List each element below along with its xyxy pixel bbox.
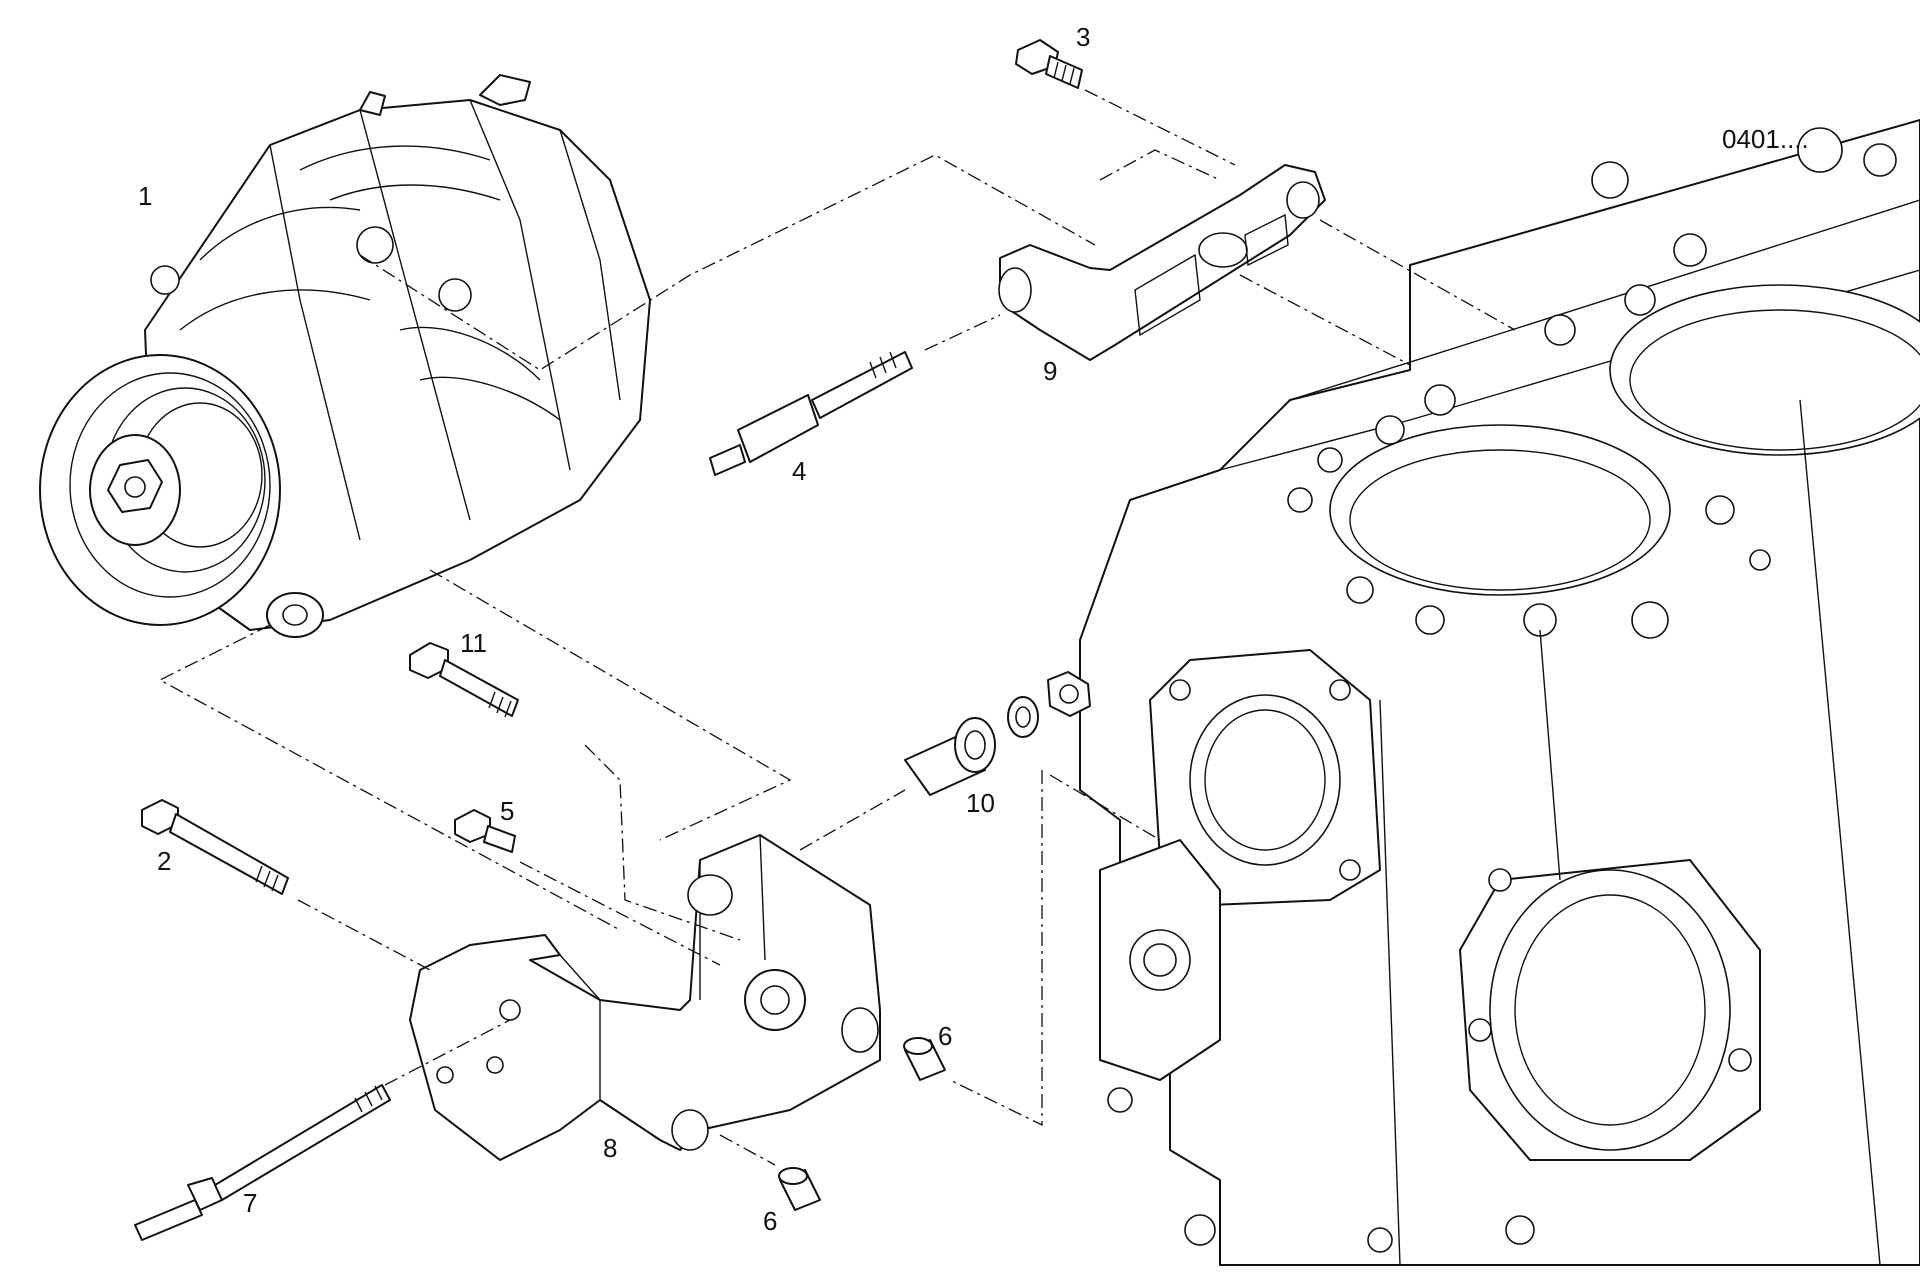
callout-10: 10: [966, 788, 995, 818]
callout-9: 9: [1043, 356, 1057, 386]
washer: [1007, 696, 1039, 738]
bolt-2: [141, 799, 289, 895]
bushing-6-upper: [903, 1037, 946, 1081]
callout-6-lower: 6: [763, 1206, 777, 1236]
callout-6-upper: 6: [938, 1021, 952, 1051]
callout-8: 8: [603, 1133, 617, 1163]
bushing-6-lower: [778, 1167, 821, 1211]
bracket-9: [998, 164, 1326, 361]
bolt-5: [454, 809, 516, 853]
engine-block: [1079, 119, 1920, 1266]
callout-2: 2: [157, 846, 171, 876]
bracket-8: [409, 834, 881, 1161]
callout-11: 11: [460, 628, 487, 658]
assembly-lines: [158, 89, 1516, 1166]
callout-3: 3: [1076, 22, 1090, 52]
reference-code: 0401....: [1722, 124, 1809, 154]
stud-4: [709, 351, 913, 476]
nut: [1047, 671, 1091, 717]
callout-7: 7: [243, 1188, 257, 1218]
stud-7: [134, 1084, 391, 1241]
callout-5: 5: [500, 796, 514, 826]
callout-1: 1: [138, 181, 152, 211]
callout-4: 4: [792, 456, 806, 486]
bolt-11: [409, 642, 519, 718]
bolt-3: [1015, 39, 1083, 89]
spacer-sleeve-10: [904, 717, 996, 796]
alternator: [39, 74, 651, 638]
